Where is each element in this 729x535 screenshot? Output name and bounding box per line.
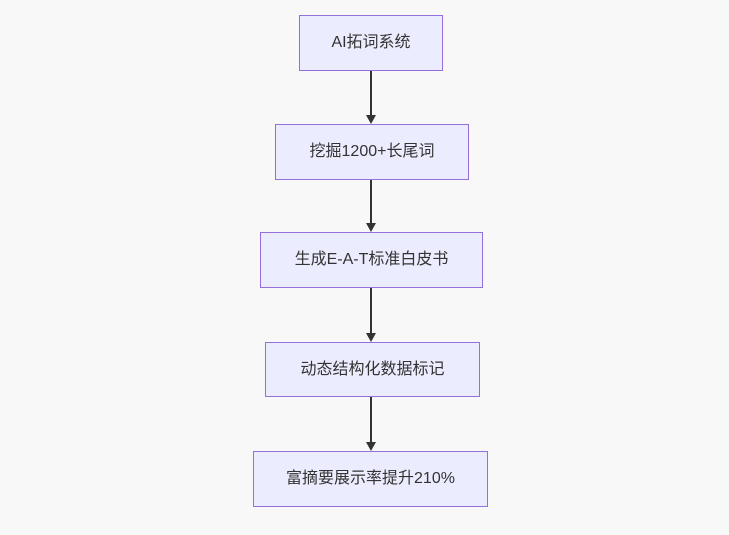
flow-node-ai-word-expansion-system: AI拓词系统	[299, 15, 443, 71]
flow-node-mine-longtail-keywords: 挖掘1200+长尾词	[275, 124, 469, 180]
flow-edge-2-line	[370, 180, 372, 223]
arrow-down-icon	[366, 223, 376, 232]
arrow-down-icon	[366, 333, 376, 342]
flow-node-label: 挖掘1200+长尾词	[309, 143, 435, 161]
flow-node-label: 生成E-A-T标准白皮书	[294, 251, 449, 269]
flow-node-label: 富摘要展示率提升210%	[286, 470, 455, 488]
flow-node-label: 动态结构化数据标记	[300, 360, 445, 378]
flow-node-rich-snippet-rate-increase: 富摘要展示率提升210%	[253, 451, 488, 507]
arrow-down-icon	[366, 442, 376, 451]
arrow-down-icon	[366, 115, 376, 124]
flow-node-generate-eat-whitepaper: 生成E-A-T标准白皮书	[260, 232, 483, 288]
flow-node-dynamic-structured-data-markup: 动态结构化数据标记	[265, 342, 480, 397]
flow-edge-1-line	[370, 71, 372, 115]
flow-node-label: AI拓词系统	[331, 34, 411, 52]
flow-edge-4-line	[370, 397, 372, 442]
flow-edge-3-line	[370, 288, 372, 333]
